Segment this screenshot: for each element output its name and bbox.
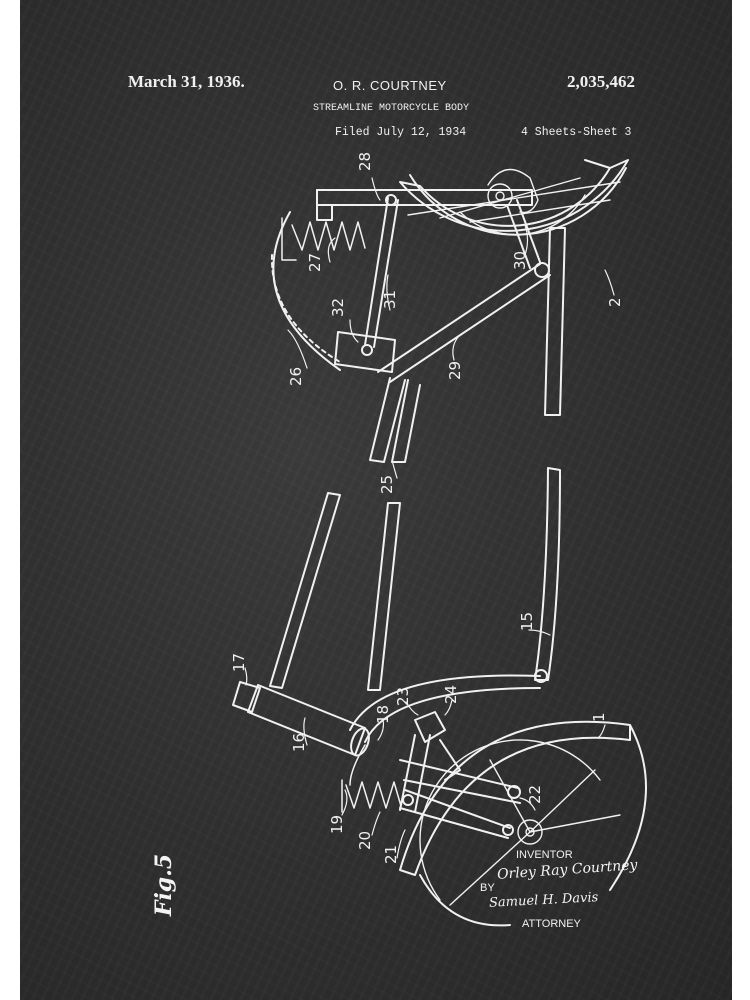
arm-upper <box>506 199 541 269</box>
lower-frame-tubes <box>269 492 401 691</box>
ref-1: 1 <box>590 712 608 722</box>
ref-28: 28 <box>356 152 374 171</box>
spring-upper <box>281 217 366 261</box>
ref-26: 26 <box>287 367 305 386</box>
inventor-label: INVENTOR <box>516 849 573 861</box>
cylinder <box>232 681 370 757</box>
sheet-count: 4 Sheets-Sheet 3 <box>521 126 632 139</box>
ref-27: 27 <box>306 253 324 272</box>
by-label: BY <box>480 882 495 894</box>
patent-number: 2,035,462 <box>567 72 635 91</box>
rear-cowl <box>270 211 341 371</box>
inventor-name: O. R. COURTNEY <box>333 78 447 93</box>
reference-numerals: 28 27 32 31 26 30 2 29 25 15 17 16 18 23… <box>230 152 624 864</box>
bracket-block <box>334 331 396 373</box>
ref-31: 31 <box>381 290 399 309</box>
ref-17: 17 <box>230 653 248 672</box>
ref-21: 21 <box>382 845 400 864</box>
vertical-tube-right <box>544 227 566 416</box>
curved-tube <box>534 467 561 683</box>
figure-label: Fig.5 <box>151 853 178 917</box>
ref-32: 32 <box>329 298 347 317</box>
patent-date: March 31, 1936. <box>128 72 245 91</box>
patent-title: STREAMLINE MOTORCYCLE BODY <box>313 103 470 114</box>
spring-lower <box>341 744 402 813</box>
ref-15: 15 <box>518 612 536 631</box>
ref-24: 24 <box>442 685 460 704</box>
upper-legs <box>369 377 421 463</box>
strut-upper <box>377 262 551 383</box>
motorcycle-body-drawing: 28 27 32 31 26 30 2 29 25 15 17 16 18 23… <box>230 152 647 927</box>
ref-2: 2 <box>606 297 624 307</box>
ref-23: 23 <box>394 687 412 706</box>
ref-19: 19 <box>328 815 346 834</box>
ref-22: 22 <box>526 785 544 804</box>
top-bar <box>316 189 533 221</box>
patent-sheet: March 31, 1936. O. R. COURTNEY 2,035,462… <box>20 0 732 1000</box>
ref-18: 18 <box>374 705 392 724</box>
ref-25: 25 <box>378 475 396 494</box>
rear-wheel-upper <box>407 168 621 236</box>
frame-arc <box>349 674 541 743</box>
lower-linkage <box>399 711 521 839</box>
ref-20: 20 <box>356 831 374 850</box>
ref-16: 16 <box>290 733 308 752</box>
attorney-label: ATTORNEY <box>522 918 581 930</box>
ref-30: 30 <box>511 251 529 270</box>
lever-upper <box>364 194 399 348</box>
filed-date: Filed July 12, 1934 <box>335 126 467 139</box>
leader-lines <box>244 177 615 859</box>
ref-29: 29 <box>446 361 464 380</box>
